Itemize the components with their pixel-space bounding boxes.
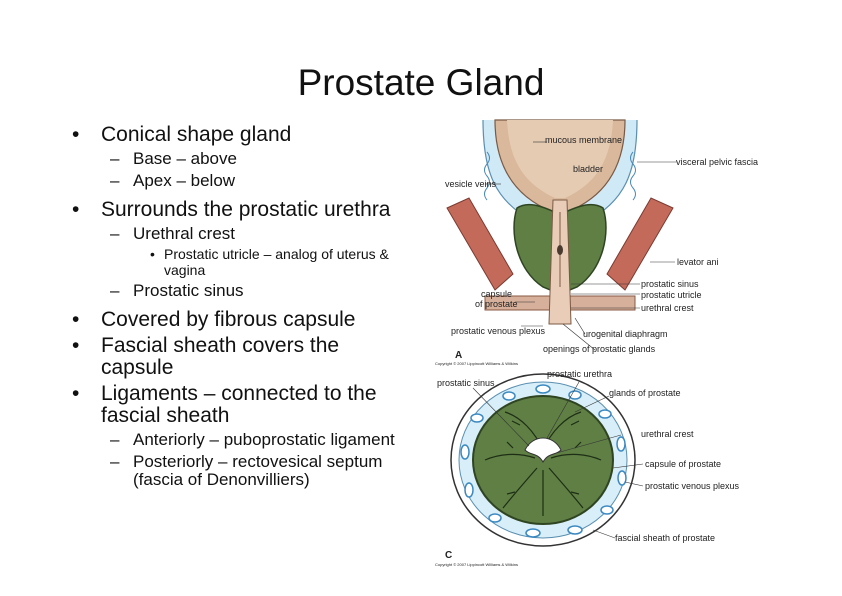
bullet-marker: – <box>110 149 120 168</box>
figure-a-copyright: Copyright © 2007 Lippincott Williams & W… <box>435 361 518 366</box>
bullet-text: Prostatic utricle – analog of uterus & v… <box>164 246 389 278</box>
label-fascial-sheath-of-prostate: fascial sheath of prostate <box>615 533 715 543</box>
label-bladder: bladder <box>573 164 603 174</box>
bullet-item: • Ligaments – connected to the fascial sh… <box>72 383 417 427</box>
bullet-item: • Conical shape gland <box>72 124 417 146</box>
figure-c-leader-lines <box>472 381 644 539</box>
label-mucous-membrane: mucous membrane <box>545 135 622 145</box>
label-prostatic-sinus-a: prostatic sinus <box>641 279 699 289</box>
bullet-item: –Prostatic sinus <box>72 282 417 300</box>
bullet-marker: • <box>150 246 155 262</box>
bullet-item: –Posteriorly – rectovesical septum (fasc… <box>72 453 417 489</box>
bullet-marker: – <box>110 224 120 243</box>
bullet-text: Anteriorly – puboprostatic ligament <box>133 430 395 449</box>
prostatic-utricle-dot <box>557 245 563 255</box>
bullet-text: Conical shape gland <box>101 123 292 146</box>
bullet-text: Prostatic sinus <box>133 281 244 300</box>
bullet-item: –Base – above <box>72 150 417 168</box>
prostate-anatomy-figure: mucous membrane bladder visceral pelvic … <box>435 119 758 567</box>
label-urogenital-diaphragm: urogenital diaphragm <box>583 329 668 339</box>
bullet-text: Urethral crest <box>133 224 236 243</box>
label-openings-of-prostatic-glands: openings of prostatic glands <box>543 344 656 354</box>
prostatic-urethra-lumen <box>524 437 562 463</box>
figure-a-coronal-section: mucous membrane bladder visceral pelvic … <box>435 119 758 366</box>
prostate-glands-ducts <box>484 411 602 516</box>
bullet-text: Ligaments – connected to the fascial she… <box>101 382 377 427</box>
label-prostatic-urethra: prostatic urethra <box>547 369 612 379</box>
slide-title: Prostate Gland <box>297 62 545 103</box>
levator-ani-right <box>606 197 674 291</box>
label-urethral-crest-c: urethral crest <box>641 429 694 439</box>
bullet-list: •Conical shape gland –Base – above –Apex… <box>72 124 417 489</box>
bullet-text: Base – above <box>133 149 237 168</box>
bullet-text: Surrounds the prostatic urethra <box>101 198 391 221</box>
label-capsule-of-prostate-c: capsule of prostate <box>645 459 721 469</box>
bullet-text: Covered by fibrous capsule <box>101 308 356 331</box>
bullet-text: Fascial sheath covers the capsule <box>101 334 340 379</box>
vesicle-veins-right <box>630 151 636 201</box>
bullet-marker: – <box>110 281 120 300</box>
bullet-marker: – <box>110 452 120 471</box>
figure-c-copyright: Copyright © 2007 Lippincott Williams & W… <box>435 562 518 567</box>
label-glands-of-prostate: glands of prostate <box>609 388 681 398</box>
bullet-text: Posteriorly – rectovesical septum (fasci… <box>133 452 383 489</box>
bullet-item: • Prostatic utricle – analog of uterus & … <box>72 246 417 278</box>
label-capsule-of-prostate-line1: capsule <box>481 289 512 299</box>
label-prostatic-venous-plexus-c: prostatic venous plexus <box>645 481 740 491</box>
label-prostatic-venous-plexus-a: prostatic venous plexus <box>451 326 546 336</box>
bullet-marker: – <box>110 430 120 449</box>
venous-plexus-vessels <box>460 384 627 538</box>
label-levator-ani: levator ani <box>677 257 719 267</box>
label-urethral-crest-a: urethral crest <box>641 303 694 313</box>
vesicle-veins-left <box>484 151 490 201</box>
figure-a-letter: A <box>455 350 462 361</box>
mucous-membrane-shape <box>507 120 613 198</box>
bullet-text: Apex – below <box>133 171 236 190</box>
figure-c-transverse-section: prostatic sinus prostatic urethra glands… <box>435 369 740 567</box>
bullet-marker: • <box>72 334 80 357</box>
bullet-marker: • <box>72 198 80 221</box>
bullet-marker: • <box>72 382 80 405</box>
bullet-marker: • <box>72 308 80 331</box>
levator-ani-left <box>446 197 514 291</box>
figure-c-letter: C <box>445 550 452 561</box>
bullet-item: –Urethral crest <box>72 225 417 243</box>
bullet-item: –Anteriorly – puboprostatic ligament <box>72 431 417 449</box>
bullet-item: • Surrounds the prostatic urethra <box>72 199 417 221</box>
bullet-marker: • <box>72 123 80 146</box>
label-prostatic-utricle: prostatic utricle <box>641 290 702 300</box>
label-prostatic-sinus-c: prostatic sinus <box>437 378 495 388</box>
label-vesicle-veins: vesicle veins <box>445 179 497 189</box>
label-visceral-pelvic-fascia: visceral pelvic fascia <box>676 157 758 167</box>
bullet-item: –Apex – below <box>72 172 417 190</box>
bullet-marker: – <box>110 171 120 190</box>
figure-a-leader-lines <box>485 141 677 351</box>
bullet-item: • Covered by fibrous capsule <box>72 309 417 331</box>
label-capsule-of-prostate-line2: of prostate <box>475 299 518 309</box>
bullet-item: • Fascial sheath covers the capsule <box>72 335 417 379</box>
